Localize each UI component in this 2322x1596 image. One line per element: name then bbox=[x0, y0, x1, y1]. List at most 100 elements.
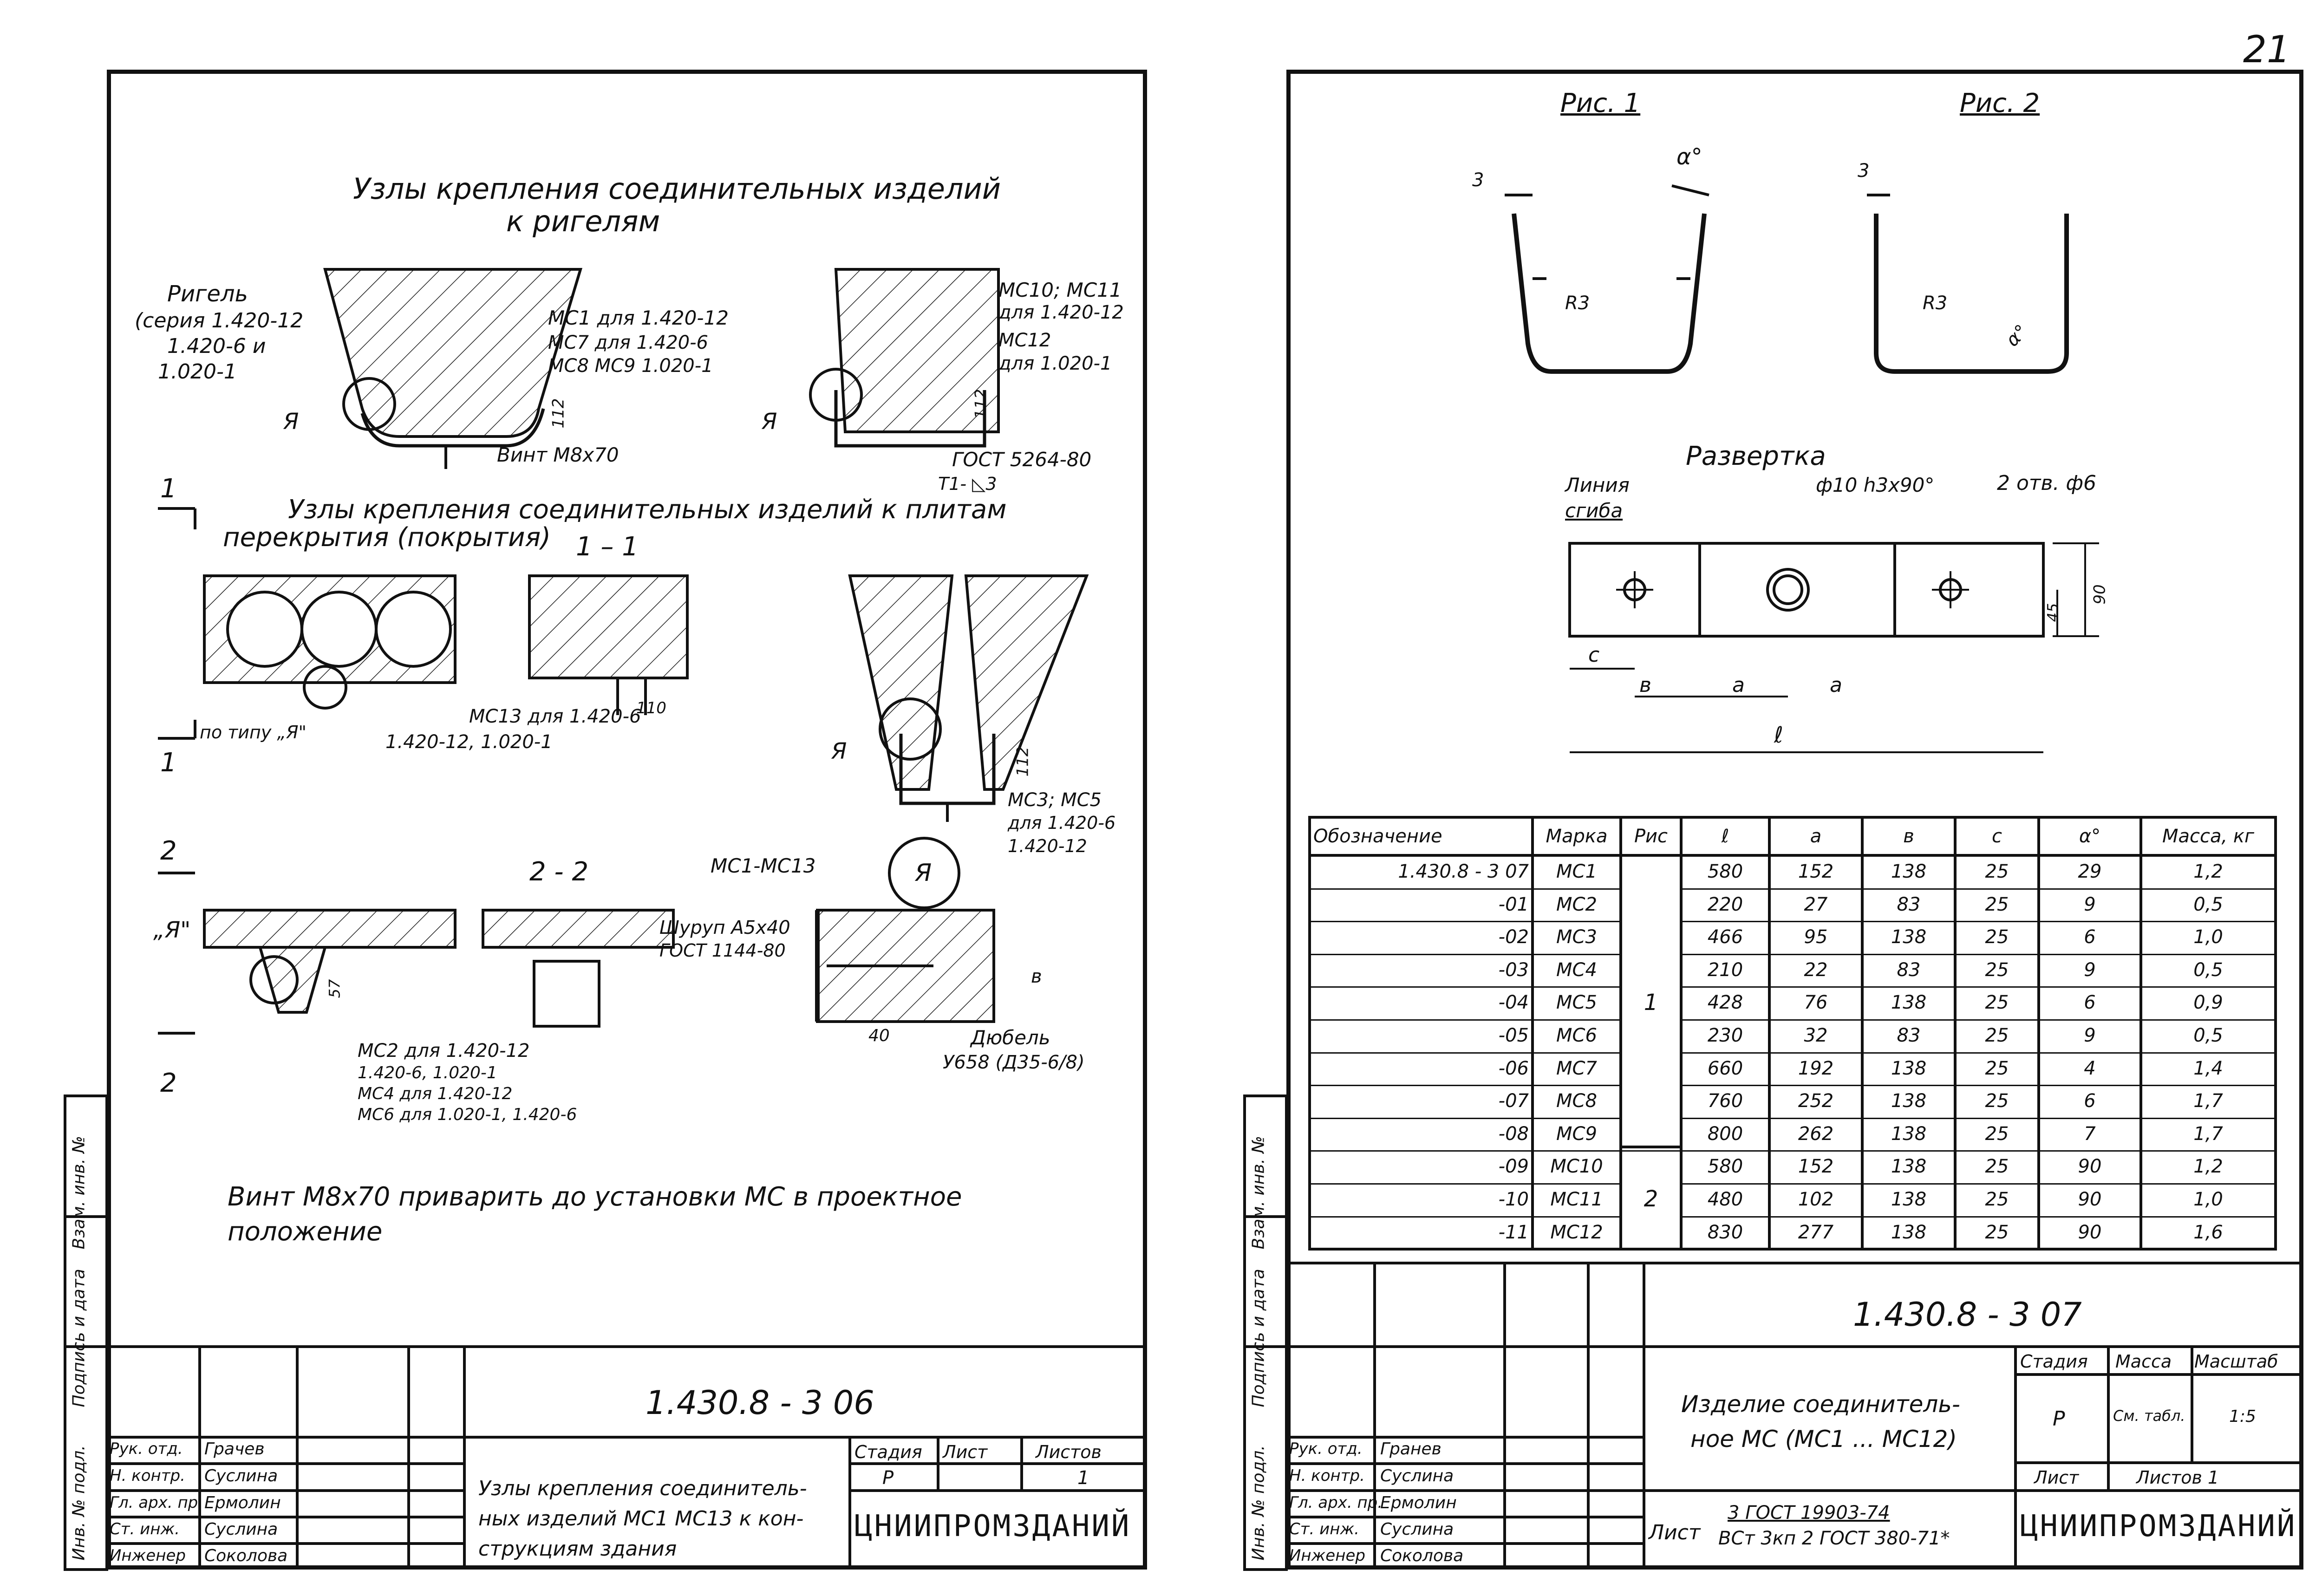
dim-110: 110 bbox=[636, 699, 666, 717]
table-cell: 138 bbox=[1891, 926, 1927, 948]
table-cell: МС3 bbox=[1556, 926, 1597, 948]
right-scale-label: Масштаб bbox=[2194, 1351, 2278, 1372]
mark-ya-quote: „Я" bbox=[153, 917, 191, 943]
fold-line-1: Линия bbox=[1565, 474, 1630, 496]
table-cell: 25 bbox=[1985, 1123, 2009, 1145]
ms10-note-4: для 1.020-1 bbox=[998, 353, 1112, 374]
table-cell: 83 bbox=[1897, 959, 1921, 981]
right-org: ЦНИИПРОМЗДАНИЙ bbox=[2020, 1509, 2297, 1544]
table-cell: МС5 bbox=[1556, 992, 1597, 1014]
right-description-2: ное МС (МС1 ... МС12) bbox=[1690, 1426, 1957, 1453]
dim-a1: а bbox=[1732, 673, 1745, 697]
table-cell: 0,9 bbox=[2193, 992, 2223, 1014]
table-cell: 25 bbox=[1985, 959, 2009, 981]
table-cell: МС9 bbox=[1556, 1123, 1597, 1145]
left-sheet-label: Лист bbox=[943, 1442, 988, 1462]
table-row-line bbox=[1310, 1085, 1621, 1087]
dim-40: 40 bbox=[868, 1026, 890, 1045]
table-cell: МС2 bbox=[1556, 893, 1597, 915]
table-cell: 25 bbox=[1985, 1025, 2009, 1046]
table-cell: МС1 bbox=[1556, 861, 1597, 882]
rigel-series-1: (серия 1.420-12 bbox=[135, 309, 304, 332]
rigel-label: Ригель bbox=[167, 281, 248, 307]
table-cell: 4 bbox=[2084, 1057, 2096, 1079]
table-cell: 9 bbox=[2084, 959, 2096, 981]
right-role-1: Рук. отд. bbox=[1289, 1440, 1363, 1458]
table-cell: 1,2 bbox=[2193, 1156, 2223, 1178]
table-cell: 25 bbox=[1985, 1156, 2009, 1178]
right-material-2: ВСт 3кп 2 ГОСТ 380-71* bbox=[1718, 1528, 1950, 1549]
table-cell: -11 bbox=[1498, 1221, 1529, 1243]
table-header-6: с bbox=[1992, 826, 2002, 847]
ms3-note-3: 1.420-12 bbox=[1008, 836, 1087, 856]
section-mark-2: 2 bbox=[160, 836, 177, 866]
ms1-ms13-label: МС1-МС13 bbox=[711, 854, 816, 877]
table-cell: МС8 bbox=[1556, 1090, 1597, 1112]
fold-line-2: сгиба bbox=[1565, 499, 1623, 522]
table-row-line bbox=[1310, 1019, 1621, 1021]
dubel-1: Дюбель bbox=[971, 1026, 1050, 1049]
page-number: 21 bbox=[2243, 28, 2290, 71]
rigel-series-2: 1.420-6 и bbox=[167, 334, 266, 358]
table-fig-cell: 2 bbox=[1644, 1186, 1658, 1212]
table-cell: 6 bbox=[2084, 926, 2096, 948]
section-mark-1b: 1 bbox=[160, 748, 177, 778]
left-stage-label: Стадия bbox=[854, 1442, 922, 1462]
table-cell: -09 bbox=[1498, 1156, 1529, 1178]
left-code: 1.430.8 - 3 06 bbox=[646, 1384, 874, 1422]
table-cell: 1.430.8 - 3 07 bbox=[1398, 861, 1529, 882]
left-description-1: Узлы крепления соединитель- bbox=[478, 1477, 807, 1500]
shurup-1: Шуруп А5х40 bbox=[659, 917, 790, 938]
table-cell: 428 bbox=[1707, 992, 1743, 1014]
table-cell: МС7 bbox=[1556, 1057, 1597, 1079]
left-role-1: Рук. отд. bbox=[110, 1440, 183, 1458]
table-row-line bbox=[1681, 1085, 2276, 1087]
hole-side: 2 отв. ф6 bbox=[1997, 471, 2097, 495]
table-cell: 480 bbox=[1707, 1189, 1743, 1210]
left-name-3: Ермолин bbox=[204, 1493, 281, 1512]
right-description-1: Изделие соединитель- bbox=[1681, 1391, 1960, 1418]
razvertka-title: Развертка bbox=[1686, 441, 1826, 471]
right-sheet-label: Лист bbox=[2034, 1467, 2079, 1488]
table-header-2: Рис bbox=[1634, 826, 1668, 847]
table-cell: 800 bbox=[1707, 1123, 1743, 1145]
right-stamp-inv: Инв. № подл. bbox=[1249, 1445, 1268, 1561]
table-row-line bbox=[1681, 1019, 2276, 1021]
table-cell: -06 bbox=[1498, 1057, 1529, 1079]
ms3-note-1: МС3; МС5 bbox=[1008, 789, 1102, 811]
table-cell: 0,5 bbox=[2193, 1025, 2223, 1046]
ms2-note-3: МС4 для 1.420-12 bbox=[358, 1084, 513, 1103]
ms2-note-4: МС6 для 1.020-1, 1.420-6 bbox=[358, 1105, 577, 1124]
table-cell: -05 bbox=[1498, 1025, 1529, 1046]
left-description-3: струкциям здания bbox=[478, 1537, 677, 1561]
dim-v: в bbox=[1031, 966, 1042, 987]
right-code: 1.430.8 - 3 07 bbox=[1853, 1296, 2082, 1334]
mark-ya-3: Я bbox=[831, 738, 847, 764]
table-cell: 1,6 bbox=[2193, 1221, 2223, 1243]
table-cell: 90 bbox=[2078, 1221, 2102, 1243]
right-role-4: Ст. инж. bbox=[1289, 1520, 1359, 1538]
table-cell: 1,2 bbox=[2193, 861, 2223, 882]
fig2-r3: R3 bbox=[1923, 293, 1948, 314]
ms1-note-2: МС7 для 1.420-6 bbox=[548, 332, 708, 353]
table-cell: -10 bbox=[1498, 1189, 1529, 1210]
table-cell: -07 bbox=[1498, 1090, 1529, 1112]
ms2-note-2: 1.420-6, 1.020-1 bbox=[358, 1063, 497, 1082]
callout-ya: Я bbox=[915, 859, 932, 887]
table-row-line bbox=[1681, 1216, 2276, 1218]
table-row-line bbox=[1310, 921, 1621, 923]
table-cell: 7 bbox=[2084, 1123, 2096, 1145]
left-role-2: Н. контр. bbox=[110, 1466, 185, 1485]
table-cell: 90 bbox=[2078, 1156, 2102, 1178]
ms3-note-2: для 1.420-6 bbox=[1008, 813, 1116, 833]
footnote-1: Винт М8х70 приварить до установки МС в п… bbox=[228, 1182, 962, 1212]
table-cell: 580 bbox=[1707, 861, 1743, 882]
right-name-2: Суслина bbox=[1380, 1466, 1454, 1485]
table-cell: 25 bbox=[1985, 1189, 2009, 1210]
weld-symbol: Т1- ◺3 bbox=[938, 474, 997, 494]
table-cell: 76 bbox=[1804, 992, 1828, 1014]
table-cell: 138 bbox=[1891, 861, 1927, 882]
left-name-4: Суслина bbox=[204, 1520, 278, 1539]
table-header-5: в bbox=[1903, 826, 1914, 847]
table-cell: 27 bbox=[1804, 893, 1828, 915]
